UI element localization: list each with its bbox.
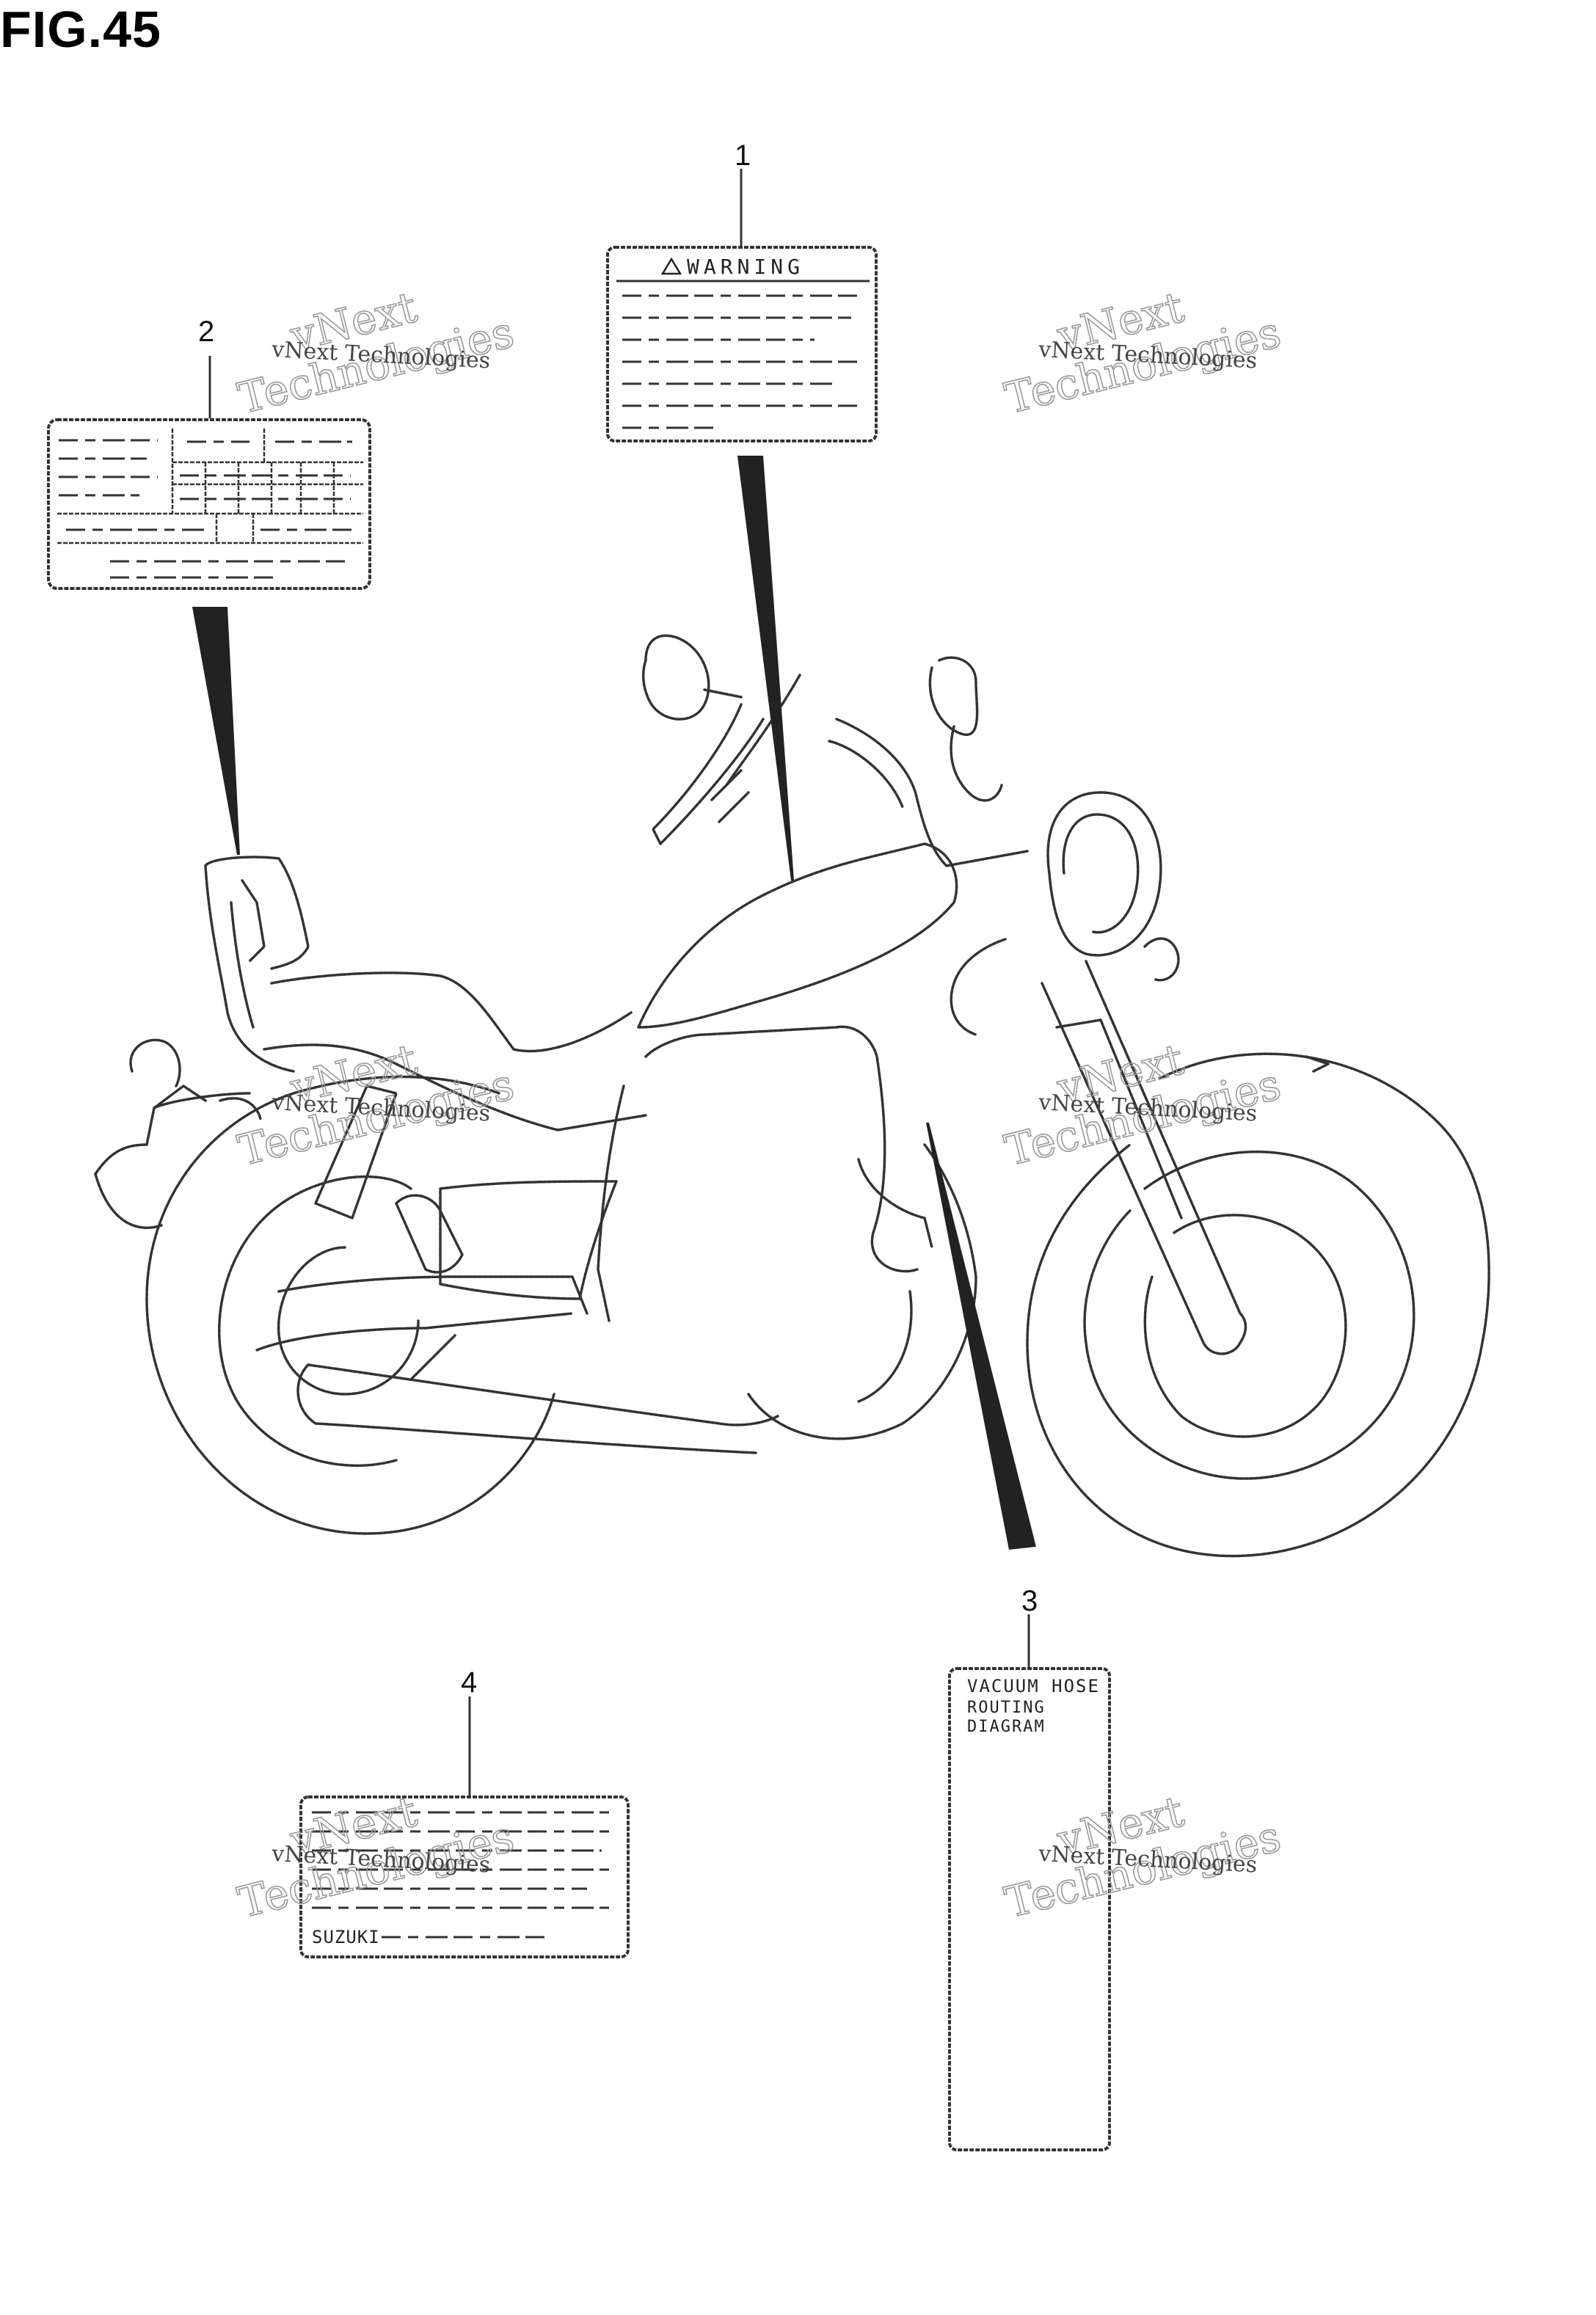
callout-2: 2 — [198, 316, 214, 348]
fuel-tank — [637, 842, 958, 1029]
backrest — [204, 856, 310, 1073]
callout-3: 3 — [1021, 1585, 1038, 1617]
info-label-brand: SUZUKI — [312, 1927, 380, 1947]
callout-4: 4 — [461, 1666, 477, 1699]
warning-text-lines — [622, 294, 859, 429]
leader-3 — [926, 1123, 1036, 1550]
leader-2 — [192, 607, 240, 855]
front-wheel — [1026, 1052, 1490, 1558]
info-label: 4 SUZUKI — [299, 1666, 630, 1958]
leader-1 — [737, 456, 794, 881]
info-text-lines — [312, 1811, 609, 1939]
callout-1: 1 — [735, 139, 751, 172]
vacuum-label-line-1: VACUUM HOSE — [967, 1676, 1100, 1696]
spec-label: 2 — [47, 316, 371, 590]
warning-label: 1 WARNING — [606, 139, 878, 442]
vacuum-label-line-2: ROUTING — [967, 1699, 1046, 1717]
headlight — [1046, 791, 1180, 982]
figure-title: FIG.45 — [0, 1, 161, 58]
rear-fender — [94, 1038, 262, 1229]
front-fender — [950, 938, 1007, 1036]
exhaust-pipe — [296, 1334, 779, 1454]
warning-triangle-icon — [660, 257, 682, 275]
front-fork — [1041, 960, 1247, 1355]
spec-text-lines — [59, 439, 352, 579]
vacuum-hose-label: 3 VACUUM HOSE ROUTING DIAGRAM — [948, 1585, 1111, 2151]
handlebar — [725, 656, 1029, 867]
swingarm — [255, 1084, 589, 1352]
leader-lines — [192, 456, 1036, 1550]
seat — [270, 971, 633, 1053]
engine-area — [597, 1025, 977, 1440]
frame-panel — [439, 1180, 618, 1300]
warning-heading: WARNING — [687, 255, 804, 279]
motorcycle-outline — [94, 634, 1490, 1558]
vacuum-label-line-3: DIAGRAM — [967, 1718, 1046, 1736]
mirror — [641, 634, 765, 845]
